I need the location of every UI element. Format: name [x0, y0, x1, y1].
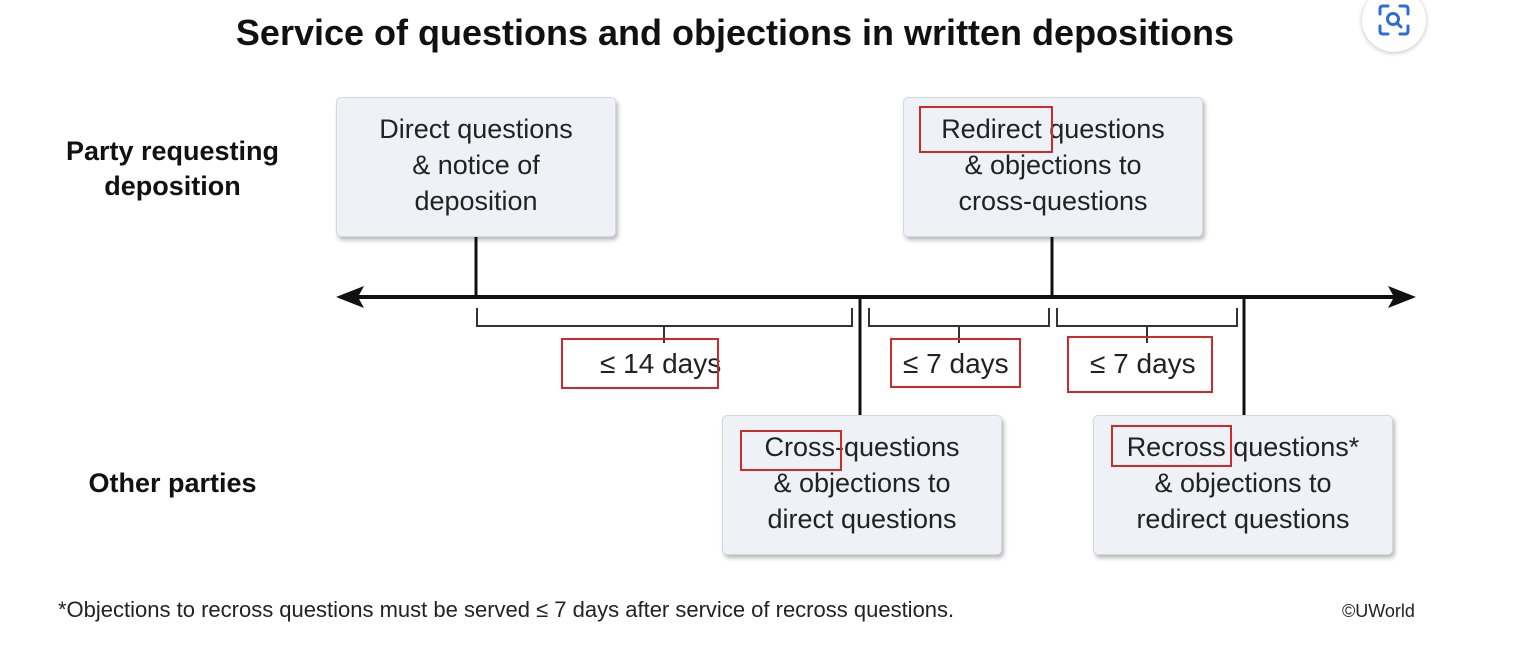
left-arrowhead: [336, 286, 364, 308]
bracket-interval-3: [1056, 308, 1238, 343]
box-direct-line-2: & notice of: [412, 150, 540, 180]
footnote: *Objections to recross questions must be…: [58, 597, 955, 622]
box-direct-line-3: deposition: [414, 186, 538, 216]
bracket-interval-1: [476, 308, 853, 343]
visual-search-button[interactable]: [1362, 0, 1426, 52]
box-cross-questions: Cross-questions & objections to direct q…: [722, 415, 1002, 555]
bracket-interval-2: [868, 308, 1050, 343]
box-cross-line-3: direct questions: [767, 504, 957, 534]
box-cross-line-1: Cross-questions: [764, 432, 960, 462]
visual-search-icon: [1378, 4, 1410, 36]
interval-label-14-days: ≤ 14 days: [600, 348, 722, 379]
box-redirect-line-3: cross-questions: [958, 186, 1148, 216]
row-label-other-parties: Other parties: [88, 468, 257, 498]
box-recross-questions: Recross questions* & objections to redir…: [1093, 415, 1393, 555]
box-recross-line-3: redirect questions: [1136, 504, 1350, 534]
box-recross-line-1: Recross questions*: [1126, 432, 1360, 462]
box-cross-line-2: & objections to: [773, 468, 951, 498]
row-label-requesting-party: Party requesting deposition: [65, 136, 280, 201]
box-recross-line-2: & objections to: [1154, 468, 1332, 498]
box-redirect-questions: Redirect questions & objections to cross…: [903, 97, 1203, 237]
interval-label-7-days-second: ≤ 7 days: [1090, 348, 1196, 379]
right-arrowhead: [1388, 286, 1416, 308]
box-redirect-line-2: & objections to: [964, 150, 1142, 180]
interval-label-7-days-first: ≤ 7 days: [903, 348, 1009, 379]
box-redirect-line-1: Redirect questions: [941, 114, 1165, 144]
box-direct-line-1: Direct questions: [379, 114, 573, 144]
diagram-title: Service of questions and objections in w…: [235, 12, 1235, 53]
box-direct-questions: Direct questions & notice of deposition: [336, 97, 616, 237]
copyright-notice: ©UWorld: [1342, 601, 1415, 621]
